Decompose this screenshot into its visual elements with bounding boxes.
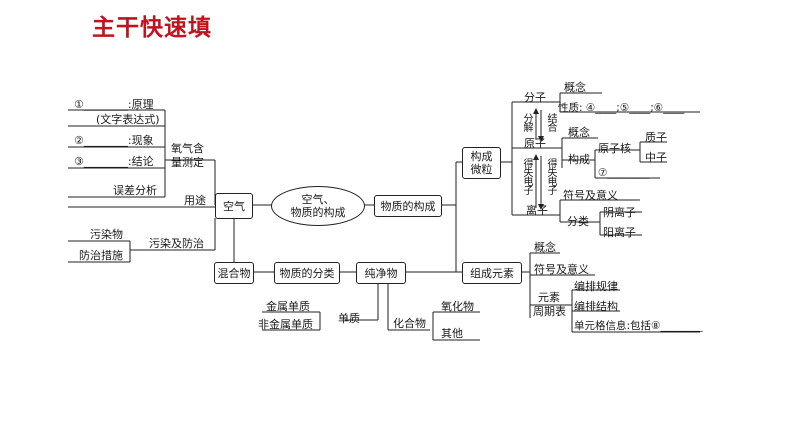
air-item-2: ②________:现象: [74, 134, 154, 147]
pollutant-label: 污染物: [90, 228, 123, 241]
gain-label-2: 得失电子: [545, 158, 556, 194]
micro-box: 构成 微粒: [462, 147, 501, 179]
element-sub-label: 单质: [338, 312, 360, 325]
arrange-struct: 编排结构: [574, 300, 618, 313]
pure-box: 纯净物: [356, 262, 406, 284]
combine-label: 结合: [545, 113, 556, 131]
pollution-label: 污染及防治: [149, 237, 204, 250]
air-item-1: ①________:原理: [74, 98, 154, 111]
atom-label: 原子: [524, 137, 546, 150]
center-line-2: 物质的构成: [290, 206, 346, 219]
category-box: 物质的分类: [274, 262, 340, 284]
periodic-table-label-1: 元素: [538, 291, 560, 304]
metal-label: 金属单质: [266, 300, 310, 313]
micro-line-2: 微粒: [470, 163, 493, 176]
error-analysis: 误差分析: [113, 184, 157, 197]
ion-symbol: 符号及意义: [563, 189, 618, 202]
elements-box: 组成元素: [462, 262, 522, 284]
gain-label-1: 得失电子: [521, 158, 532, 194]
center-line-1: 空气、: [301, 193, 335, 206]
air-item-3: ③________:结论: [74, 155, 154, 168]
o2-label-1: 氧气含: [171, 142, 204, 155]
center-oval: 空气、 物质的构成: [271, 186, 365, 226]
other-label: 其他: [441, 327, 463, 340]
ion-classify: 分类: [567, 215, 589, 228]
cell-info: 单元格信息:包括⑧________: [574, 320, 703, 332]
cation-label: 阴离子: [603, 206, 636, 219]
air-item-1-sub: (文字表达式): [96, 113, 160, 126]
oxide-label: 氧化物: [441, 300, 474, 313]
neutron-label: 中子: [645, 151, 667, 164]
molecule-label: 分子: [524, 91, 546, 104]
elements-concept: 概念: [534, 241, 556, 254]
nonmetal-label: 非金属单质: [258, 318, 313, 331]
arrange-rule: 编排规律: [574, 280, 618, 293]
mixture-box: 混合物: [214, 262, 254, 284]
nucleus-label: 原子核: [598, 142, 631, 155]
item-7: ⑦________: [598, 167, 650, 179]
micro-line-1: 构成: [470, 150, 493, 163]
molecule-concept: 概念: [564, 81, 586, 94]
decompose-label: 分解: [521, 113, 532, 131]
anion-label: 阳离子: [603, 226, 636, 239]
measures-label: 防治措施: [79, 249, 123, 262]
proton-label: 质子: [645, 131, 667, 144]
ion-label: 离子: [526, 204, 548, 217]
periodic-table-label-2: 周期表: [533, 305, 566, 318]
atom-compose: 构成: [568, 153, 590, 166]
page-title: 主干快速填: [92, 15, 212, 41]
elements-symbol: 符号及意义: [534, 263, 589, 276]
atom-concept: 概念: [568, 126, 590, 139]
structure-box: 物质的构成: [374, 195, 442, 217]
o2-label-2: 量测定: [171, 156, 204, 169]
air-box: 空气: [215, 193, 253, 219]
compound-label: 化合物: [393, 317, 426, 330]
yongtu-label: 用途: [184, 194, 206, 207]
molecule-property: 性质: ④____;⑤____;⑥____: [558, 102, 685, 114]
